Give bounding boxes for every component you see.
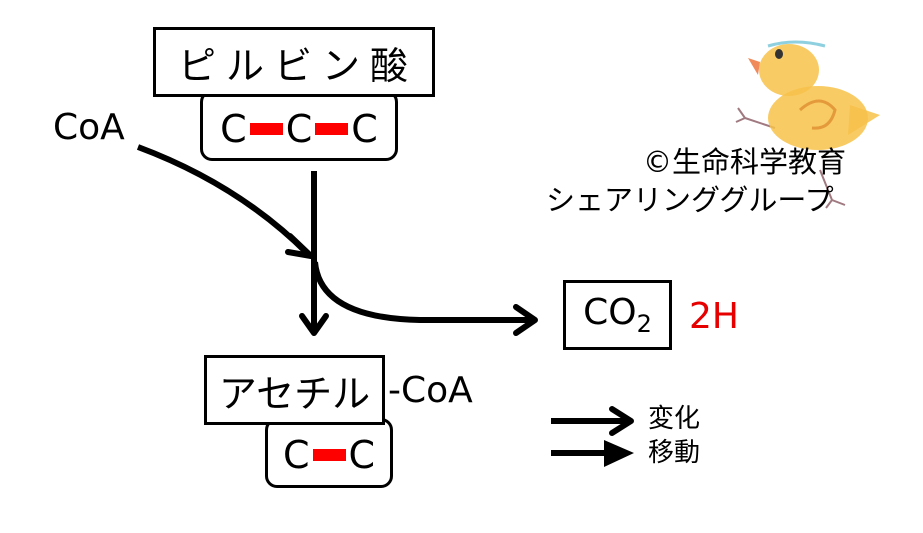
carbon-atom: C: [285, 106, 313, 151]
acetyl-carbon-box: C C: [265, 418, 393, 488]
pyruvate-label: ピルビン酸: [177, 43, 418, 88]
co2-label: CO2: [583, 292, 652, 338]
acetyl-name-box: アセチル: [204, 355, 385, 425]
co2-main: CO: [583, 292, 637, 333]
carbon-atom: C: [351, 106, 378, 151]
carbon-bond: [315, 122, 349, 135]
coa-incoming-arrow: [136, 144, 313, 259]
carbon-bond: [312, 449, 346, 461]
pyruvate-carbon-chain: C C C: [220, 107, 378, 151]
legend-filled-arrowhead: [604, 440, 634, 467]
legend-open-arrowhead: [609, 406, 634, 436]
acetyl-label: アセチル: [218, 371, 371, 416]
copyright-line-2: シェアリンググループ: [546, 183, 834, 217]
acetyl-carbon-chain: C C: [283, 433, 375, 477]
coa-input-label: CoA: [53, 107, 125, 148]
co2-box: CO2: [563, 280, 672, 350]
hydrogen-label: 2H: [689, 296, 739, 337]
carbon-atom: C: [282, 433, 310, 477]
co2-outgoing-arrow: [312, 261, 533, 323]
pyruvate-carbon-box: C C C: [200, 90, 398, 161]
carbon-atom: C: [220, 106, 247, 151]
carbon-bond: [249, 122, 283, 135]
legend-label-transfer: 移動: [648, 438, 701, 468]
main-vertical-arrowhead: [299, 313, 329, 336]
acetyl-coa-suffix: -CoA: [388, 370, 473, 411]
carbon-atom: C: [348, 433, 376, 477]
legend-label-change: 変化: [648, 404, 701, 434]
copyright-line-1: ©生命科学教育: [643, 145, 847, 179]
co2-arrowhead: [513, 304, 538, 336]
coa-arrowhead: [285, 233, 314, 259]
co2-subscript: 2: [636, 310, 652, 338]
pyruvate-name-box: ピルビン酸: [153, 27, 435, 97]
